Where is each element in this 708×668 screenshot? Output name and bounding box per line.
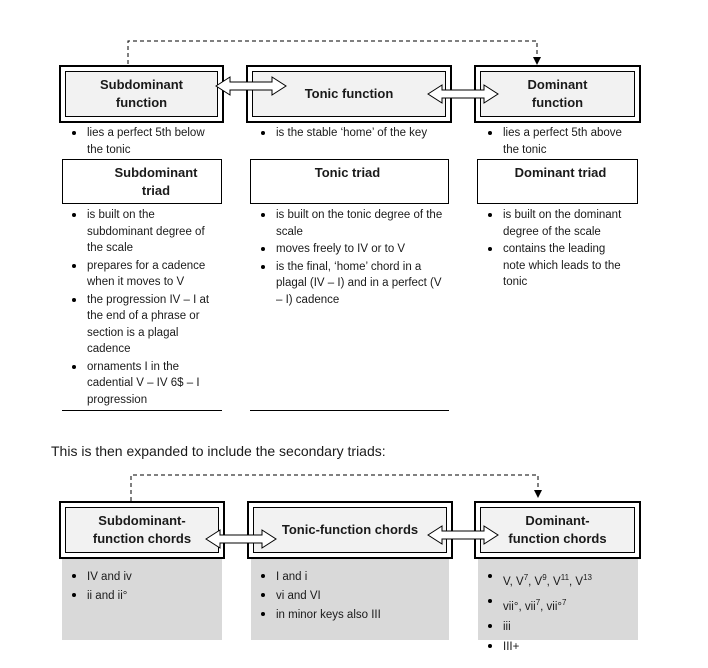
- list-item: is the stable ‘home’ of the key: [258, 125, 448, 142]
- list-item: moves freely to IV or to V: [258, 241, 446, 258]
- divider-subdominant: [62, 410, 222, 411]
- list-item: is built on the subdominant degree of th…: [69, 207, 217, 257]
- dominant-function-box: Dominant function: [474, 65, 641, 123]
- dominant-function-label: Dominant function: [480, 71, 635, 117]
- tonic-chords-label: Tonic-function chords: [253, 507, 447, 553]
- dashed-connector-bottom: [130, 474, 542, 501]
- dominant-triad-list: is built on the dominant degree of the s…: [485, 207, 623, 292]
- tonic-function-label: Tonic function: [252, 71, 446, 117]
- list-item: V, V7, V9, V11, V13: [485, 568, 635, 592]
- tonic-chords-box: Tonic-function chords: [247, 501, 453, 559]
- list-item: III+: [485, 638, 635, 657]
- dashed-connector-top: [127, 40, 541, 65]
- dominant-triad-box: Dominant triad: [477, 159, 638, 204]
- list-item: lies a perfect 5th below the tonic: [69, 125, 219, 158]
- list-item: vii°, vii7, vii°7: [485, 593, 635, 617]
- tonic-triad-list: is built on the tonic degree of the scal…: [258, 207, 446, 309]
- list-item: iii: [485, 618, 635, 637]
- dominant-chords-label: Dominant- function chords: [480, 507, 635, 553]
- list-item: ornaments I in the cadential V – IV 6$ –…: [69, 359, 217, 409]
- list-item: is the final, ‘home’ chord in a plagal (…: [258, 259, 446, 309]
- subdominant-chords-background: [62, 558, 222, 640]
- list-item: vi and VI: [258, 587, 446, 605]
- divider-tonic: [250, 410, 449, 411]
- subdominant-function-box: Subdominant function: [59, 65, 224, 123]
- dominant-chords-list: V, V7, V9, V11, V13 vii°, vii7, vii°7 ii…: [485, 568, 635, 658]
- list-item: in minor keys also III: [258, 606, 446, 624]
- section-caption: This is then expanded to include the sec…: [51, 443, 386, 459]
- subdominant-desc-list: lies a perfect 5th below the tonic: [69, 125, 219, 159]
- list-item: the progression IV – I at the end of a p…: [69, 292, 217, 358]
- list-item: ii and ii°: [69, 587, 219, 605]
- tonic-chords-background: [251, 558, 449, 640]
- list-item: IV and iv: [69, 568, 219, 586]
- dominant-chords-background: [478, 558, 638, 640]
- list-item: I and i: [258, 568, 446, 586]
- tonic-triad-box: Tonic triad: [250, 159, 449, 204]
- subdominant-chords-box: Subdominant- function chords: [59, 501, 225, 559]
- dominant-desc-list: lies a perfect 5th above the tonic: [485, 125, 635, 159]
- subdominant-chords-label: Subdominant- function chords: [65, 507, 219, 553]
- tonic-chord-I: I and i: [276, 571, 308, 583]
- list-item: is built on the dominant degree of the s…: [485, 207, 623, 240]
- subdominant-triad-list: is built on the subdominant degree of th…: [69, 207, 217, 409]
- list-item: is built on the tonic degree of the scal…: [258, 207, 446, 240]
- list-item: contains the leading note which leads to…: [485, 241, 623, 291]
- tonic-chords-list: I and i vi and VI in minor keys also III: [258, 568, 446, 625]
- tonic-desc-list: is the stable ‘home’ of the key: [258, 125, 448, 143]
- subdominant-function-label: Subdominant function: [65, 71, 218, 117]
- list-item: prepares for a cadence when it moves to …: [69, 258, 217, 291]
- dominant-chords-box: Dominant- function chords: [474, 501, 641, 559]
- tonic-function-box: Tonic function: [246, 65, 452, 123]
- subdominant-chords-list: IV and iv ii and ii°: [69, 568, 219, 606]
- subdominant-triad-box: Subdominant triad: [62, 159, 222, 204]
- list-item: lies a perfect 5th above the tonic: [485, 125, 635, 158]
